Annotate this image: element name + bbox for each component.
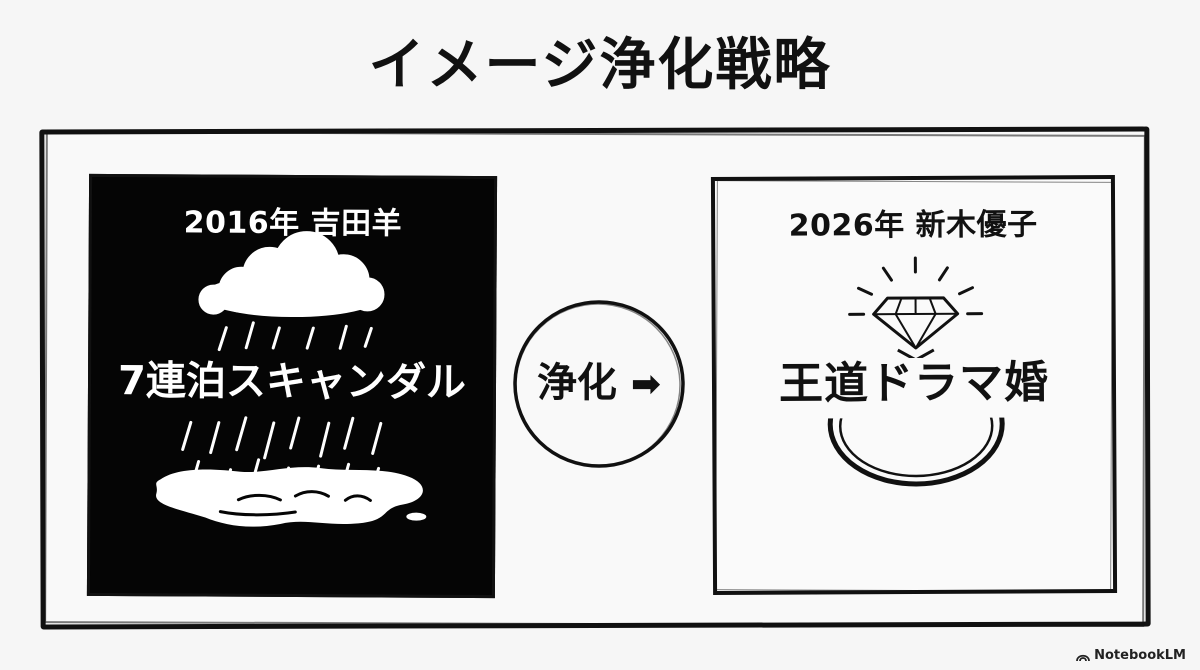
page-title: イメージ浄化戦略	[368, 33, 832, 98]
notebooklm-logo-icon	[1076, 654, 1091, 662]
left-panel-main-text: 7連泊スキャンダル	[117, 358, 467, 406]
left-panel-label: 2016年 吉田羊	[183, 205, 403, 242]
diamond-ring-icon	[755, 256, 1081, 487]
left-panel: 2016年 吉田羊 7連泊スキャンダル	[86, 173, 498, 599]
purify-label: 浄化 ➡	[510, 356, 688, 412]
circle-outline-icon	[513, 300, 685, 468]
right-panel: 2026年 新木優子 王道ドラマ婚	[710, 174, 1118, 596]
watermark-text: NotebookLM	[1094, 648, 1186, 663]
purify-text: 浄化	[536, 360, 617, 406]
rain-cloud-puddle-icon	[156, 231, 427, 527]
right-panel-sketch-line	[715, 180, 1113, 592]
watermark: NotebookLM	[1076, 648, 1186, 664]
purify-circle: 浄化 ➡	[510, 298, 688, 470]
right-arrow-icon: ➡	[630, 364, 662, 405]
